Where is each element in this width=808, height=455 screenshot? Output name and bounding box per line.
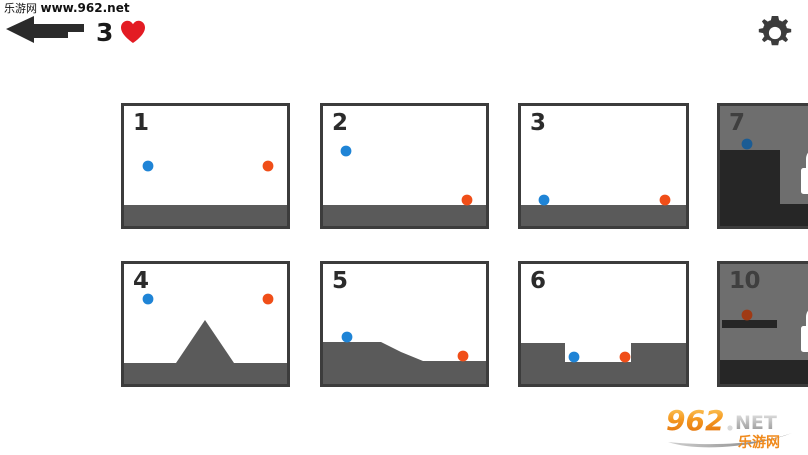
balls-layer-3 bbox=[538, 194, 671, 206]
balls-layer-2 bbox=[340, 145, 473, 206]
level-number-7: 7 bbox=[729, 110, 745, 136]
logo-cn: 乐游网 bbox=[738, 434, 780, 450]
terrain-flat-ground bbox=[521, 205, 686, 226]
gear-icon bbox=[758, 16, 792, 46]
blue-ball bbox=[341, 331, 353, 343]
level-card-4[interactable]: 4 bbox=[121, 261, 290, 387]
balls-layer-7 bbox=[741, 138, 753, 150]
terrain-flat-ground bbox=[124, 205, 287, 226]
lives-count: 3 bbox=[96, 17, 114, 47]
terrain-triangle-hill bbox=[124, 320, 287, 384]
level-card-5[interactable]: 5 bbox=[320, 261, 489, 387]
terrain-slope-down bbox=[323, 342, 486, 384]
settings-button[interactable] bbox=[758, 16, 792, 50]
lives-indicator: 3 bbox=[96, 16, 146, 48]
level-number-1: 1 bbox=[133, 110, 149, 136]
site-logo-watermark: 962 NET 乐游网 bbox=[664, 404, 804, 451]
header-bar: 3 bbox=[0, 0, 808, 68]
logo-dot bbox=[727, 425, 733, 431]
level-card-1[interactable]: 1 bbox=[121, 103, 290, 229]
watermark-url-text: www.962.net bbox=[40, 1, 130, 15]
logo-swoosh bbox=[668, 433, 792, 448]
terrain-locked-platform bbox=[720, 264, 808, 384]
orange-ball bbox=[461, 194, 473, 206]
level-scene-3 bbox=[521, 106, 686, 226]
balls-layer-4 bbox=[142, 293, 274, 305]
blue-ball bbox=[538, 194, 550, 206]
level-card-10[interactable]: 10 bbox=[717, 261, 808, 387]
level-scene-10 bbox=[720, 264, 808, 384]
level-card-6[interactable]: 6 bbox=[518, 261, 689, 387]
logo-digits: 962 bbox=[666, 404, 724, 437]
level-number-5: 5 bbox=[332, 268, 348, 294]
blue-ball bbox=[340, 145, 352, 157]
blue-ball bbox=[142, 160, 154, 172]
terrain-locked-block bbox=[720, 106, 808, 226]
watermark-cn-text: 乐游网 bbox=[4, 2, 37, 15]
logo-net: NET bbox=[735, 412, 777, 434]
back-arrow-icon bbox=[6, 16, 84, 43]
blue-ball bbox=[568, 351, 580, 363]
padlock-icon bbox=[801, 152, 808, 194]
level-card-7[interactable]: 7 bbox=[717, 103, 808, 229]
balls-layer-1 bbox=[142, 160, 274, 172]
level-scene-4 bbox=[124, 264, 287, 384]
blue-ball bbox=[142, 293, 154, 305]
orange-ball bbox=[619, 351, 631, 363]
level-scene-6 bbox=[521, 264, 686, 384]
balls-layer-6 bbox=[568, 351, 631, 363]
balls-layer-10 bbox=[741, 309, 753, 321]
level-card-2[interactable]: 2 bbox=[320, 103, 489, 229]
top-watermark: 乐游网 www.962.net bbox=[4, 1, 130, 16]
back-button[interactable] bbox=[6, 16, 84, 46]
terrain-flat-ground bbox=[323, 205, 486, 226]
level-number-4: 4 bbox=[133, 268, 149, 294]
orange-ball bbox=[262, 160, 274, 172]
blue-ball bbox=[741, 138, 753, 150]
level-number-3: 3 bbox=[530, 110, 546, 136]
heart-icon bbox=[121, 20, 146, 43]
level-card-3[interactable]: 3 bbox=[518, 103, 689, 229]
orange-ball bbox=[262, 293, 274, 305]
orange-ball bbox=[659, 194, 671, 206]
level-number-6: 6 bbox=[530, 268, 546, 294]
padlock-icon bbox=[801, 310, 808, 352]
level-scene-2 bbox=[323, 106, 486, 226]
level-number-2: 2 bbox=[332, 110, 348, 136]
level-number-10: 10 bbox=[729, 268, 761, 294]
level-scene-1 bbox=[124, 106, 287, 226]
orange-ball bbox=[457, 350, 469, 362]
terrain-pit-valley bbox=[521, 343, 686, 384]
balls-layer-5 bbox=[341, 331, 469, 362]
level-scene-5 bbox=[323, 264, 486, 384]
level-scene-7 bbox=[720, 106, 808, 226]
orange-ball bbox=[741, 309, 753, 321]
logo-962net-icon: 962 NET 乐游网 bbox=[666, 404, 792, 451]
